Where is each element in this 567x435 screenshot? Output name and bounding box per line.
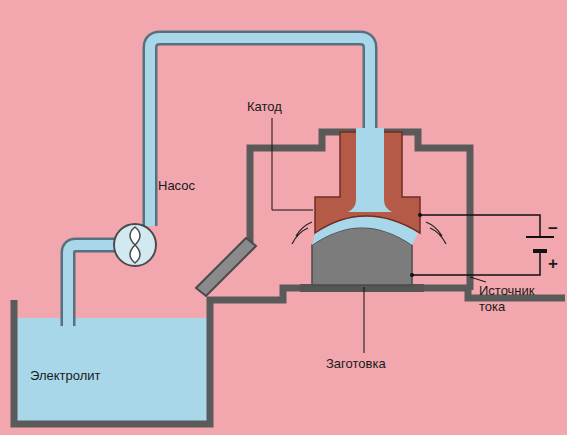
terminal [418, 213, 422, 217]
minus-sign: − [548, 219, 558, 239]
pipe-outline [68, 245, 116, 326]
wire [412, 215, 540, 275]
pump-impeller [130, 227, 140, 263]
workpiece [312, 228, 412, 286]
power-source-label: Источник тока [479, 283, 563, 314]
electrolyte-fill [17, 318, 207, 421]
pipe [68, 245, 116, 326]
battery-plate [533, 249, 547, 253]
leader-line [272, 118, 313, 210]
plus-sign: + [548, 254, 558, 274]
outlet-tube [196, 238, 256, 296]
electrolyte-label: Электролит [30, 368, 101, 384]
pump-label: Насос [158, 178, 195, 194]
terminal [410, 273, 414, 277]
workpiece-label: Заготовка [326, 356, 386, 372]
pump-body [114, 224, 156, 266]
cathode-label: Катод [247, 99, 282, 115]
leader-line [470, 277, 486, 282]
leader-line [364, 287, 365, 353]
cathode-channel [348, 128, 392, 212]
flow-arcs [292, 222, 446, 244]
